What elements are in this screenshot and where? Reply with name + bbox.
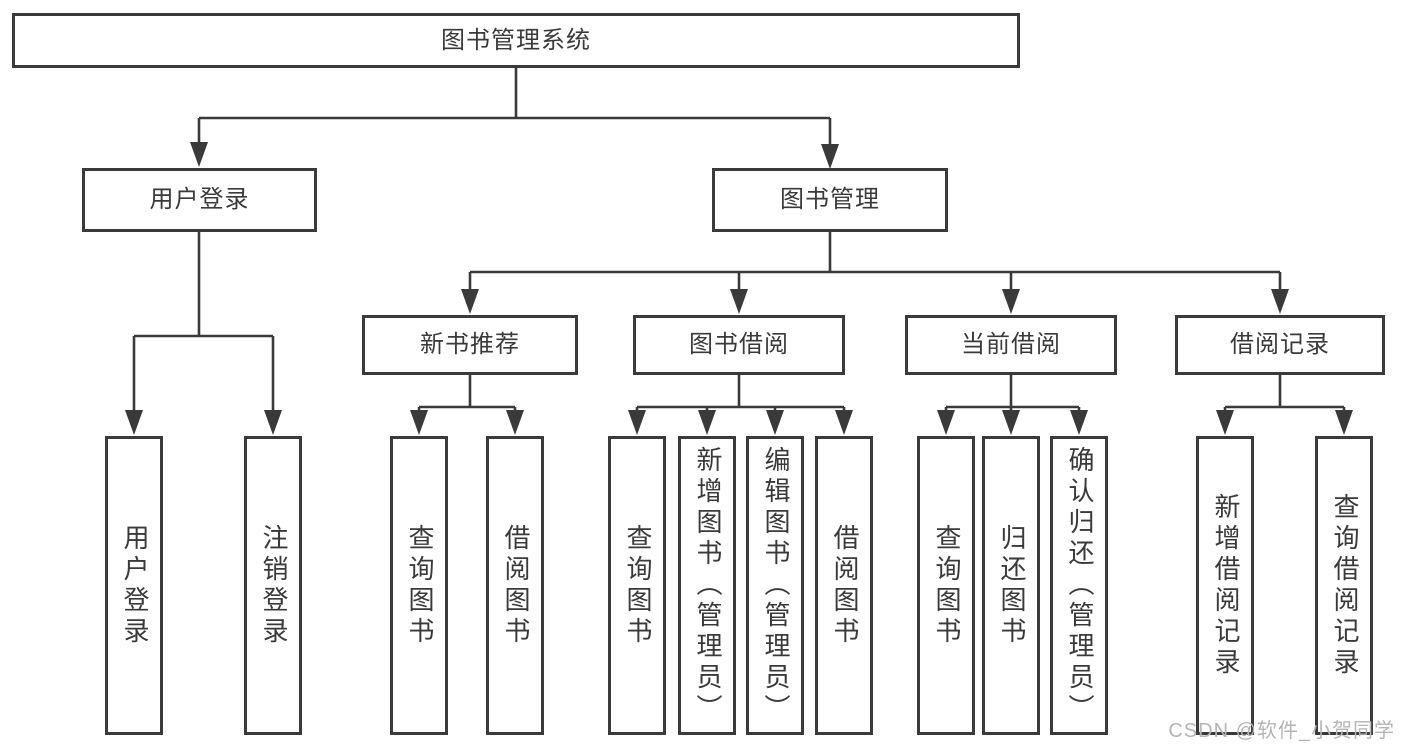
arrowhead-icons <box>125 142 1353 435</box>
leaf-add-borrow-record: 新增借阅记录 <box>1196 436 1254 735</box>
node-borrow-records: 借阅记录 <box>1175 315 1385 375</box>
node-book-management: 图书管理 <box>712 168 948 232</box>
leaf-add-book-admin: 新增图书（管理员） <box>678 436 736 735</box>
leaf-confirm-return-admin: 确认归还（管理员） <box>1050 436 1108 735</box>
node-current-borrow: 当前借阅 <box>905 315 1117 375</box>
leaf-query-borrow-record: 查询借阅记录 <box>1315 436 1373 735</box>
leaf-return-book: 归还图书 <box>982 436 1040 735</box>
leaf-logout: 注销登录 <box>244 436 302 735</box>
node-new-book-recommend: 新书推荐 <box>362 315 578 375</box>
leaf-edit-book-admin: 编辑图书（管理员） <box>746 436 804 735</box>
leaf-query-books-current: 查询图书 <box>917 436 975 735</box>
node-root: 图书管理系统 <box>12 13 1020 68</box>
leaf-user-login: 用户登录 <box>105 436 163 735</box>
leaf-borrow-books-recommend: 借阅图书 <box>486 436 544 735</box>
node-book-borrow: 图书借阅 <box>633 315 845 375</box>
leaf-borrow-books: 借阅图书 <box>815 436 873 735</box>
node-user-login: 用户登录 <box>82 168 317 232</box>
watermark: CSDN @软件_小贺同学 <box>1168 720 1395 742</box>
leaf-query-books-recommend: 查询图书 <box>390 436 448 735</box>
leaf-query-books-borrow: 查询图书 <box>608 436 666 735</box>
